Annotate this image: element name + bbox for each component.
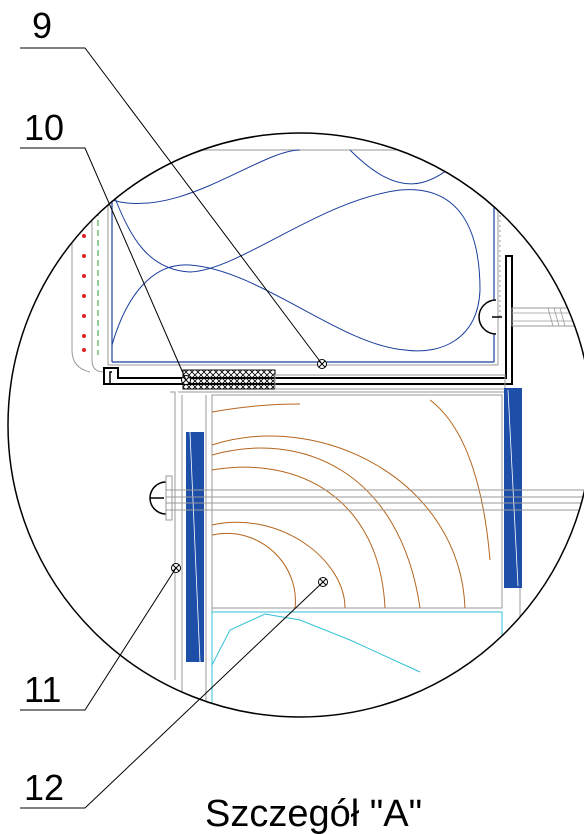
upper-insulation-block [107,149,501,366]
red-dot [82,254,86,258]
upper-anchor-bolt [478,299,583,335]
horizontal-rod [166,489,584,511]
flashing-profile [103,255,513,385]
leader-9 [20,47,323,365]
detail-caption: Szczegół "A" [205,793,422,834]
red-dot [82,294,86,298]
lower-anchor-bolt [149,475,173,521]
callout-label-12: 12 [24,767,64,808]
detail-circle [7,132,584,718]
red-dot [82,234,86,238]
wooden-beam [211,394,503,609]
red-dot [82,274,86,278]
hatched-gasket [182,369,276,390]
callout-label-11: 11 [24,669,61,710]
callout-label-10: 10 [24,107,64,148]
left-facade-edge [71,190,105,373]
cyan-lower-layer [211,611,503,717]
leader-lines [20,47,324,809]
leader-10 [20,147,187,381]
callout-label-9: 9 [32,5,52,46]
red-dot [82,314,86,318]
left-insulation-band [186,431,204,663]
red-dot [82,334,86,338]
leader-12 [20,581,324,809]
right-insulation-band [504,388,522,588]
red-dot [82,348,86,352]
detail-contents [71,149,584,717]
leader-11 [20,567,177,711]
